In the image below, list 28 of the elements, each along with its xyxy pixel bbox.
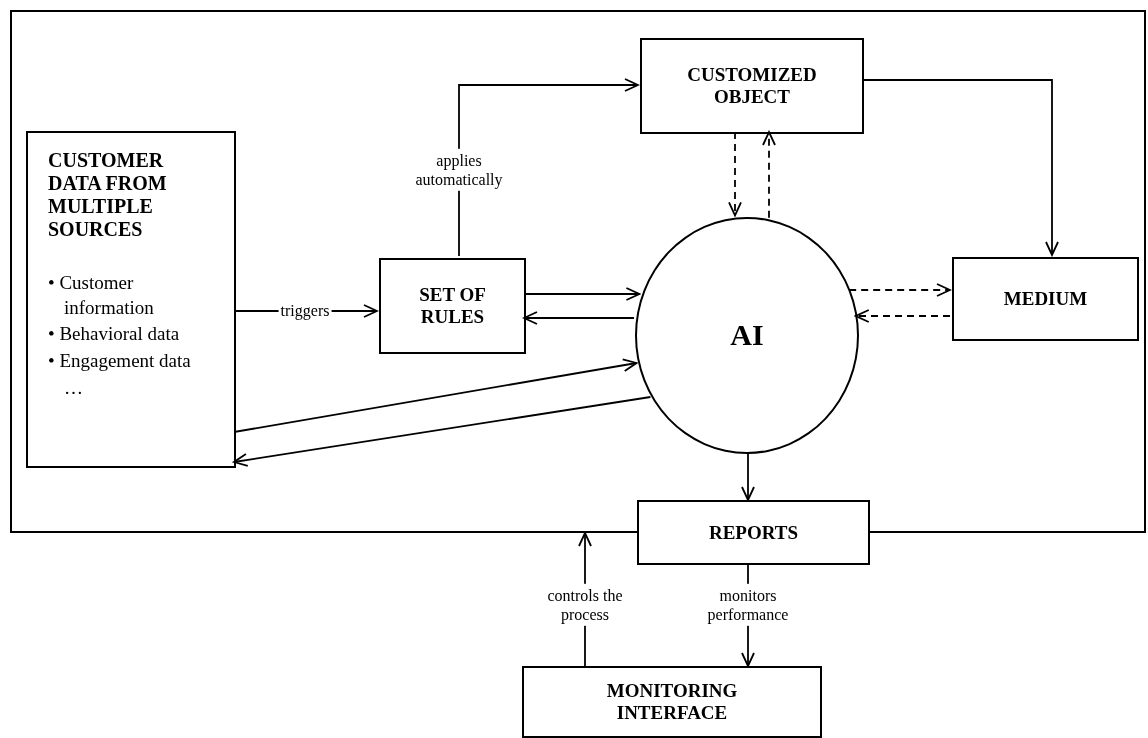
process-box (952, 257, 1139, 341)
node-title: AI (730, 318, 764, 353)
arrow (458, 78, 639, 257)
arrow (861, 79, 1059, 256)
process-box (522, 666, 822, 738)
arrow (523, 311, 635, 325)
node-title: CUSTOMER DATA FROM MULTIPLE SOURCES (48, 149, 168, 241)
node-title: SET OF RULES (418, 284, 487, 328)
list-item: • Behavioral data (48, 322, 181, 347)
dashed-arrow (854, 309, 951, 323)
list-item: • Engagement data (48, 349, 192, 374)
node-title: MONITORING INTERFACE (605, 680, 739, 724)
arrow (233, 358, 638, 433)
process-box (640, 38, 864, 134)
node-title: REPORTS (708, 521, 799, 544)
node-title: CUSTOMIZED OBJECT (686, 64, 818, 108)
node-title: MEDIUM (1003, 288, 1088, 310)
process-box (637, 500, 870, 565)
list-item: … (63, 375, 84, 400)
dashed-arrow (848, 283, 951, 297)
list-item: • Customer information (48, 271, 155, 320)
arrow (741, 451, 755, 501)
arrow (523, 287, 641, 301)
arrow (233, 396, 652, 467)
dashed-arrow (762, 131, 776, 219)
process-box (379, 258, 526, 354)
dashed-arrow (728, 131, 742, 217)
data-source-box (26, 131, 236, 468)
